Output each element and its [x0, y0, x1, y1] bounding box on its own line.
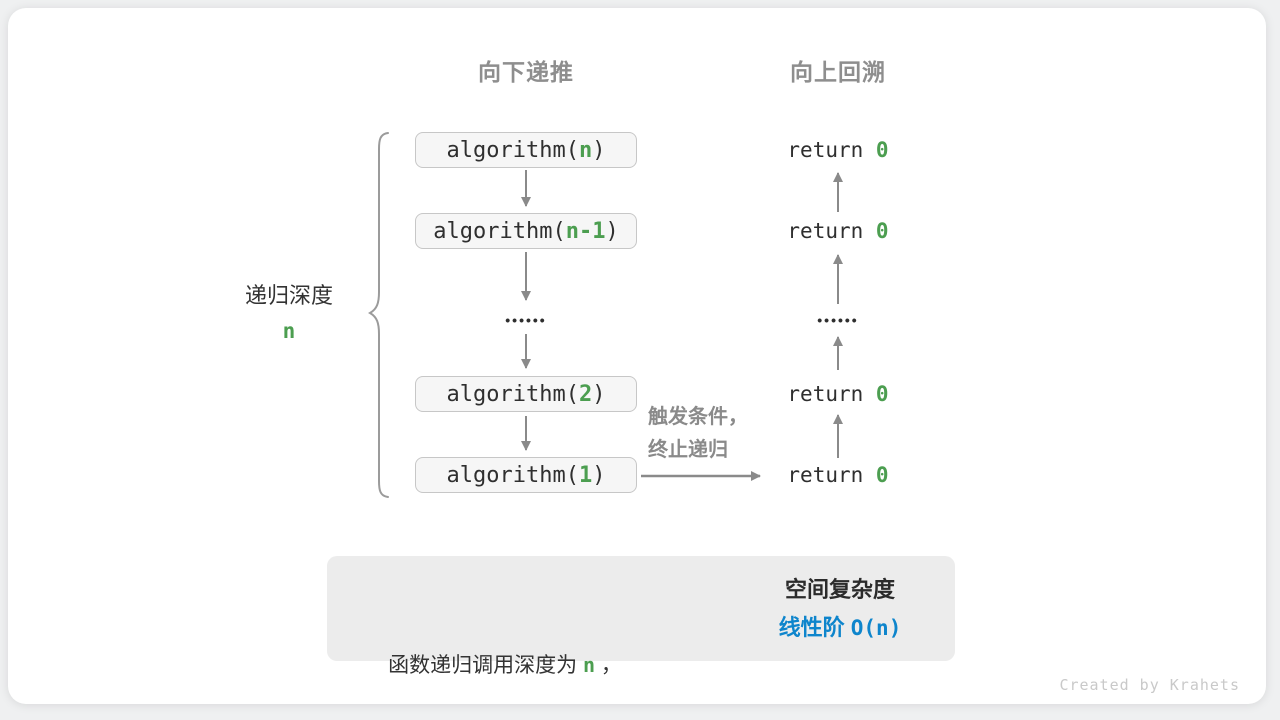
code-text: return	[787, 138, 876, 162]
base-case-label: 触发条件， 终止递归	[648, 401, 778, 467]
code-text: )	[592, 381, 606, 407]
return-value: 0	[875, 382, 889, 406]
call-box-algorithm-n: algorithm(n)	[415, 132, 637, 168]
base-case-line1: 触发条件，	[648, 406, 748, 428]
return-statement: return 0	[738, 380, 938, 408]
space-complexity-result: 线性阶 O(n)	[740, 614, 940, 642]
summary-panel	[327, 556, 955, 661]
result-code: O(n)	[850, 616, 902, 640]
recursion-depth-label: 递归深度	[244, 283, 333, 308]
code-text: return	[787, 463, 876, 487]
text: ，	[595, 654, 622, 677]
return-statement: return 0	[738, 136, 938, 164]
return-value: 0	[875, 219, 889, 243]
code-text: )	[605, 218, 619, 244]
code-text: algorithm(	[446, 137, 579, 163]
code-text: algorithm(	[433, 218, 566, 244]
return-value: 0	[875, 138, 889, 162]
return-value: 0	[875, 463, 889, 487]
code-text: algorithm(	[446, 381, 579, 407]
code-text: return	[787, 219, 876, 243]
summary-line1: 函数递归调用深度为 n ，	[340, 646, 670, 685]
code-arg: n-1	[565, 218, 606, 244]
watermark-credit: Created by Krahets	[1059, 676, 1240, 694]
code-text: )	[592, 137, 606, 163]
var-n: n	[582, 653, 596, 677]
return-statement: return 0	[738, 217, 938, 245]
header-recurse-down: 向下递推	[478, 59, 574, 85]
call-box-algorithm-2: algorithm(2)	[415, 376, 637, 412]
header-backtrack-up: 向上回溯	[790, 59, 886, 85]
result-zh: 线性阶	[778, 615, 851, 640]
stack-ellipsis: ••••••	[505, 312, 547, 328]
code-text: return	[787, 382, 876, 406]
code-text: )	[592, 462, 606, 488]
code-text: algorithm(	[446, 462, 579, 488]
code-arg: n	[578, 137, 593, 163]
summary-left-text: 函数递归调用深度为 n ， 共使用 O(n) 的栈帧空间	[340, 570, 670, 720]
space-complexity-title: 空间复杂度	[784, 577, 895, 602]
code-arg: 1	[578, 462, 593, 488]
return-ellipsis: ••••••	[817, 312, 859, 328]
base-case-line2: 终止递归	[648, 439, 728, 461]
call-box-algorithm-n-1: algorithm(n-1)	[415, 213, 637, 249]
code-arg: 2	[578, 381, 593, 407]
return-statement: return 0	[738, 461, 938, 489]
text: 函数递归调用深度为	[388, 654, 583, 677]
recursion-depth-var: n	[282, 319, 296, 343]
call-box-algorithm-1: algorithm(1)	[415, 457, 637, 493]
